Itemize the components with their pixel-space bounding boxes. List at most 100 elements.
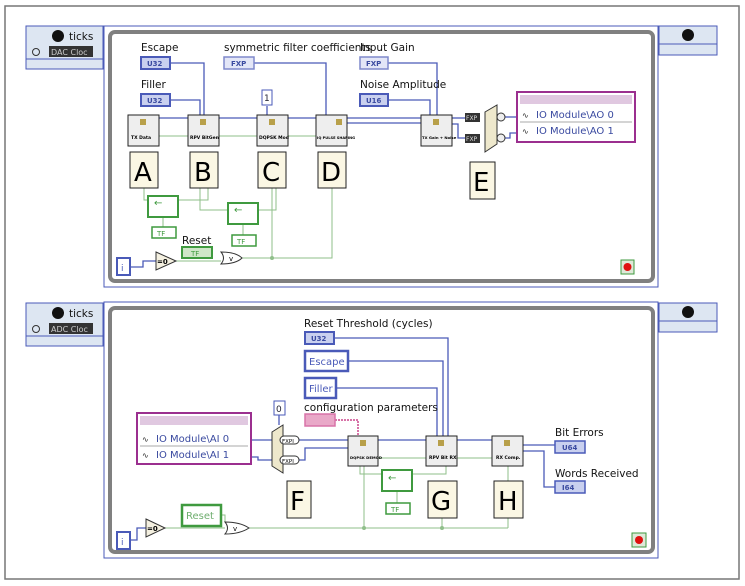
adc-clock-label: ADC Cloc	[51, 325, 88, 334]
reset-threshold-label: Reset Threshold (cycles)	[304, 318, 433, 330]
reset-control[interactable]	[181, 246, 213, 259]
node-iq-pulse-shaping[interactable]: IQ PULSE SHAPING	[315, 114, 355, 147]
escape-label: Escape	[309, 357, 345, 368]
node-tx-data[interactable]: TX Data	[127, 114, 160, 147]
filler-label: Filler	[141, 79, 166, 91]
reset-threshold-control[interactable]	[304, 331, 335, 345]
timer-icon	[32, 48, 40, 56]
escape-control[interactable]	[140, 56, 171, 70]
letter-e: E	[473, 168, 489, 198]
arrow-left-icon: ←	[234, 205, 242, 216]
node-rpv-bitgen[interactable]: RPV BitGen	[187, 114, 220, 147]
reset-label: Reset	[182, 235, 211, 247]
fxp-to-io-converters: FXP FXP	[465, 104, 506, 153]
top-subvi-nodes: TX Data RPV BitGen DQPSK Mod IQ PULSE SH…	[127, 114, 457, 147]
svg-text:IQ PULSE SHAPING: IQ PULSE SHAPING	[317, 136, 355, 140]
node-dqpsk-mod[interactable]: DQPSK Mod	[256, 114, 289, 147]
adc-clock-source[interactable]	[49, 323, 93, 334]
words-received-label: Words Received	[555, 468, 639, 480]
filter-control[interactable]	[223, 56, 255, 70]
noise-amplitude-type: U16	[366, 97, 382, 105]
reset-label: Reset	[186, 511, 214, 522]
iteration-label: i	[121, 264, 124, 274]
letter-c: C	[262, 158, 280, 188]
clock-icon	[682, 306, 694, 318]
equal-zero-label: =0	[147, 525, 158, 533]
dac-clock-source[interactable]	[49, 46, 93, 57]
waveform-icon: ∿	[142, 451, 149, 460]
constant-zero[interactable]	[273, 400, 286, 416]
svg-text:v: v	[229, 255, 233, 263]
letter-a: A	[134, 158, 152, 188]
top-outer-loop-border	[103, 25, 659, 288]
feedback-node	[381, 469, 413, 492]
clock-icon	[52, 30, 64, 42]
ticks-label: ticks	[69, 31, 93, 43]
svg-text:DQPSK Mod: DQPSK Mod	[259, 135, 289, 141]
io-to-fxpi-converters: FXPI FXPI	[271, 424, 300, 474]
iteration-terminal	[116, 257, 131, 276]
filler-label: Filler	[309, 384, 334, 395]
bit-errors-indicator	[554, 440, 586, 454]
letter-f: F	[290, 487, 305, 517]
filler-type: U32	[147, 97, 163, 105]
tf-constant[interactable]	[385, 502, 411, 515]
arrow-left-icon: ←	[388, 473, 396, 484]
escape-type: U32	[147, 60, 163, 68]
noise-amplitude-label: Noise Amplitude	[360, 79, 446, 91]
waveform-icon: ∿	[522, 111, 529, 120]
iteration-label: i	[121, 538, 124, 548]
node-rpv-bit-rx[interactable]: RPV Bit RX	[425, 435, 458, 467]
words-received-indicator	[554, 480, 586, 494]
iteration-terminal	[116, 531, 131, 550]
escape-control[interactable]	[303, 349, 350, 373]
dac-clock-label: DAC Cloc	[51, 48, 88, 57]
io-ai1-label: IO Module\AI 1	[156, 450, 229, 461]
svg-text:TX Data: TX Data	[131, 135, 151, 141]
bottom-letter-labels: F G H	[286, 480, 524, 519]
io-ao1-label: IO Module\AO 1	[536, 126, 614, 137]
filler-control[interactable]	[303, 376, 338, 400]
bottom-green-wires	[165, 457, 509, 529]
bottom-timed-loop: ticks ADC Cloc	[25, 301, 718, 559]
input-gain-type: FXP	[366, 60, 381, 68]
reset-threshold-type: U32	[311, 335, 327, 343]
stop-icon	[623, 263, 632, 271]
bottom-outer-loop-border	[103, 301, 659, 559]
letter-b: B	[194, 158, 212, 188]
svg-text:FXPI: FXPI	[282, 439, 294, 445]
svg-text:RPV Bit RX: RPV Bit RX	[429, 455, 457, 461]
timer-icon	[32, 325, 40, 333]
reset-type: TF	[190, 250, 199, 258]
svg-text:v: v	[233, 525, 237, 533]
ticks-label: ticks	[69, 308, 93, 320]
input-gain-control[interactable]	[359, 56, 389, 70]
bit-errors-label: Bit Errors	[555, 427, 604, 439]
io-module-ao-node[interactable]: IO Module\AO 0 IO Module\AO 1 ∿ ∿	[516, 91, 636, 143]
svg-text:RPV BitGen: RPV BitGen	[190, 135, 219, 141]
arrow-left-icon: ←	[154, 198, 162, 209]
io-module-ai-node[interactable]: IO Module\AI 0 IO Module\AI 1 ∿ ∿	[136, 412, 252, 465]
constant-one[interactable]	[261, 89, 273, 106]
filter-type: FXP	[231, 60, 246, 68]
node-tx-gain-noise[interactable]: TX Gain + Noise	[420, 114, 457, 147]
clock-icon	[52, 307, 64, 319]
constant-one-value: 1	[264, 94, 270, 104]
noise-amplitude-control[interactable]	[359, 93, 389, 107]
letter-g: G	[431, 487, 451, 517]
svg-text:TX Gain + Noise: TX Gain + Noise	[422, 135, 457, 140]
equal-zero-label: =0	[157, 258, 168, 266]
node-dqpsk-demod[interactable]: DQPSK DEMOD	[347, 435, 382, 467]
bottom-blue-wires	[130, 337, 555, 541]
bit-errors-type: U64	[562, 444, 578, 452]
filler-control[interactable]	[140, 93, 171, 107]
svg-text:DQPSK DEMOD: DQPSK DEMOD	[350, 455, 382, 460]
config-parameters-control[interactable]	[304, 413, 336, 427]
node-rx-comp[interactable]: RX Comp.	[491, 435, 524, 467]
reset-control[interactable]	[180, 503, 223, 528]
escape-label: Escape	[141, 42, 178, 54]
stop-icon	[635, 536, 643, 544]
words-received-type: I64	[562, 484, 574, 492]
svg-text:TF: TF	[156, 230, 165, 238]
